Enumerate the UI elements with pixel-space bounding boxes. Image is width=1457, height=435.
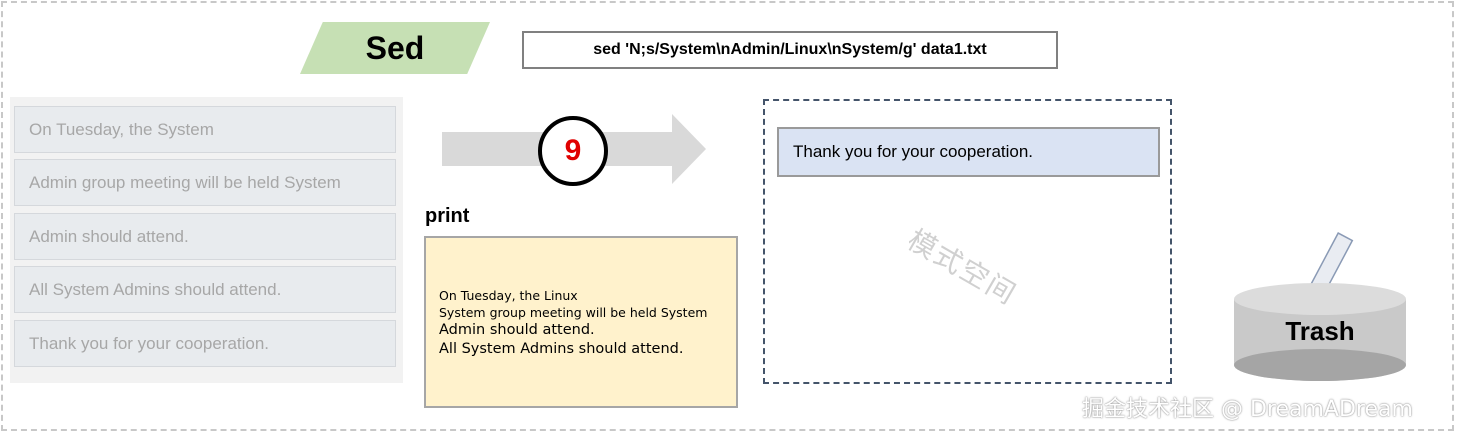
- print-line: On Tuesday, the Linux: [439, 288, 578, 303]
- watermark: 掘金技术社区 @ DreamADream: [1082, 397, 1413, 422]
- print-label: print: [425, 205, 470, 227]
- command-box: sed 'N;s/System\nAdmin/Linux\nSystem/g' …: [522, 31, 1058, 69]
- pattern-space-label: 模式空间: [902, 223, 1023, 312]
- print-line: Admin should attend.: [439, 322, 595, 338]
- print-line: All System Admins should attend.: [439, 341, 684, 358]
- print-output-box: On Tuesday, the Linux System group meeti…: [424, 236, 738, 408]
- command-text: sed 'N;s/System\nAdmin/Linux\nSystem/g' …: [593, 41, 987, 58]
- print-line: System group meeting will be held System: [439, 305, 708, 320]
- input-line: Admin should attend.: [14, 213, 396, 260]
- step-number: 9: [564, 134, 582, 167]
- input-line: Thank you for your cooperation.: [14, 320, 396, 367]
- input-line: Admin group meeting will be held System: [14, 159, 396, 206]
- input-line: On Tuesday, the System: [14, 106, 396, 153]
- trash-label: Trash: [1285, 316, 1355, 346]
- sed-title-text: Sed: [365, 29, 425, 66]
- pattern-space-box: Thank you for your cooperation. 模式空间: [763, 99, 1172, 384]
- sed-title-tag: Sed: [300, 22, 490, 74]
- pattern-space-line: Thank you for your cooperation.: [777, 127, 1160, 177]
- input-panel: On Tuesday, the System Admin group meeti…: [10, 97, 403, 383]
- trash-bin-icon: [1234, 232, 1406, 381]
- input-line: All System Admins should attend.: [14, 266, 396, 313]
- step-number-badge: 9: [538, 116, 608, 186]
